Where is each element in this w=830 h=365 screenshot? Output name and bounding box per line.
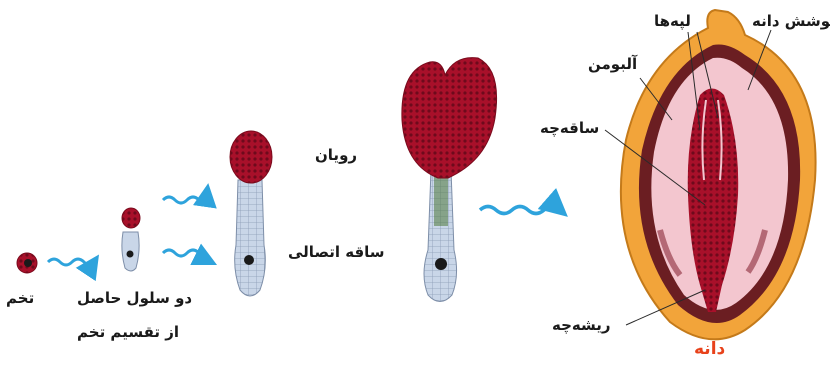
early-embryo-stage [230, 131, 272, 296]
label-embryo: رویان [315, 146, 357, 164]
arrow-1 [48, 259, 94, 265]
label-hypocotyl: ساقه‌چه [540, 119, 599, 137]
label-seed: دانه [694, 339, 725, 359]
label-egg: تخم [6, 289, 34, 307]
arrow-3 [480, 207, 560, 214]
label-radicle: ریشه‌چه [552, 316, 611, 334]
zygote-stage [17, 253, 37, 273]
arrow-2b [163, 250, 209, 261]
label-two-cells-line2: از تقسیم تخم [77, 323, 179, 341]
label-cotyledons: لپه‌ها [654, 12, 691, 30]
arrow-2a [163, 192, 207, 203]
label-suspensor: ساقه اتصالی [288, 243, 385, 261]
heart-embryo-stage [402, 58, 497, 302]
two-cell-stage [122, 208, 140, 271]
label-seed-coat: پوشش دانه [752, 12, 830, 30]
label-endosperm: آلبومن [588, 55, 637, 73]
seed-section [621, 10, 816, 339]
label-two-cells-line1: دو سلول حاصل [77, 289, 192, 307]
